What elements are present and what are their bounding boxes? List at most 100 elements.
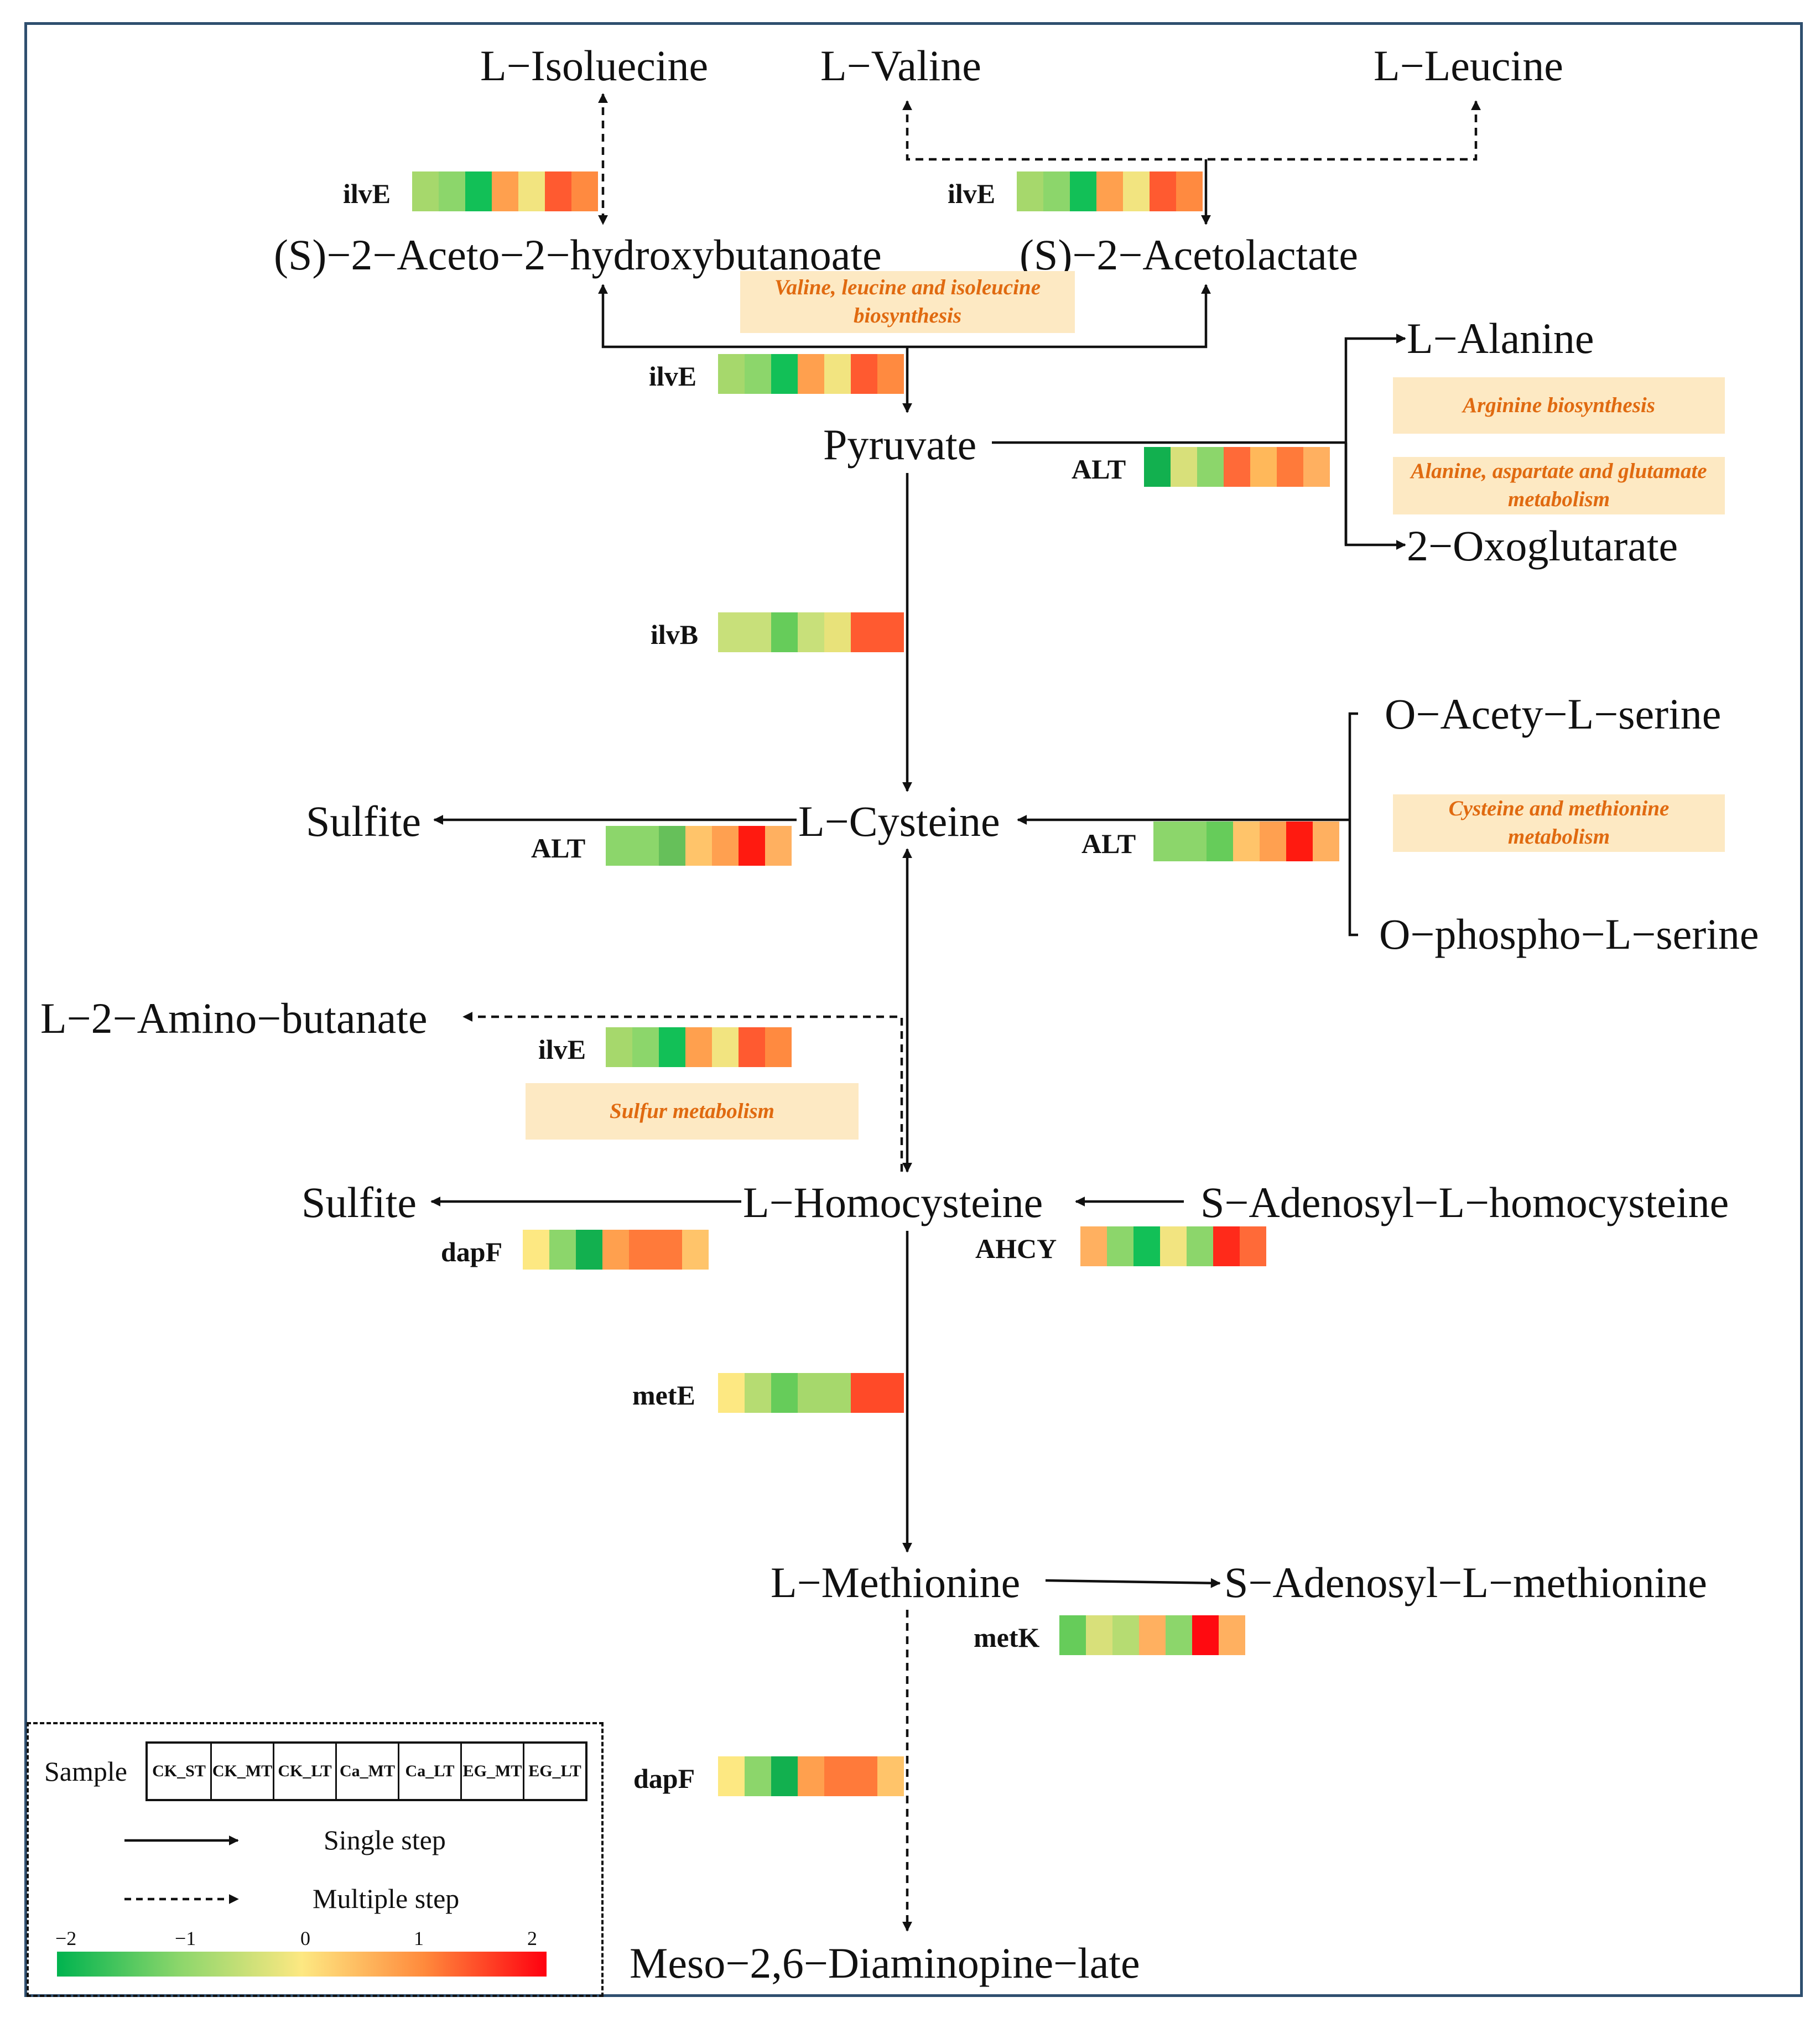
- heatmap-12-cell-6: [877, 1756, 904, 1796]
- node-l-alanine: L−Alanine: [1407, 314, 1594, 362]
- heatmap-2-cell-4: [824, 354, 851, 394]
- heatmap-1: [1017, 171, 1203, 211]
- pathway-arginine: Arginine biosynthesis: [1393, 377, 1725, 434]
- heatmap-10-cell-5: [851, 1373, 877, 1413]
- node-sulfite-1: Sulfite: [306, 797, 421, 845]
- heatmap-0-cell-3: [492, 171, 518, 211]
- heatmap-5-cell-6: [765, 826, 792, 866]
- node-sam: S−Adenosyl−L−methionine: [1224, 1558, 1707, 1606]
- enzyme-label-11: metK: [974, 1622, 1040, 1653]
- heatmap-0: [412, 171, 598, 211]
- heatmap-4-cell-5: [851, 612, 877, 652]
- scale-tick-1: −1: [175, 1927, 196, 1949]
- legend-sample-table: CK_ST CK_MT CK_LT Ca_MT Ca_LT EG_MT EG_L…: [145, 1741, 587, 1801]
- heatmap-2-cell-2: [771, 354, 798, 394]
- heatmap-1-cell-3: [1096, 171, 1123, 211]
- heatmap-7-cell-4: [712, 1027, 739, 1067]
- enzyme-label-9: AHCY: [975, 1233, 1057, 1264]
- enzyme-label-12: dapF: [633, 1763, 695, 1794]
- scale-tick-0: −2: [55, 1927, 77, 1949]
- heatmap-0-cell-6: [571, 171, 598, 211]
- heatmap-7-cell-1: [632, 1027, 659, 1067]
- sample-cell-3: Ca_MT: [335, 1744, 398, 1799]
- heatmap-0-cell-1: [439, 171, 465, 211]
- heatmap-0-cell-5: [545, 171, 571, 211]
- heatmap-10-cell-4: [824, 1373, 851, 1413]
- heatmap-6-cell-1: [1180, 821, 1207, 861]
- node-l-cysteine: L−Cysteine: [798, 797, 1000, 845]
- scale-tick-2: 0: [300, 1927, 310, 1949]
- heatmap-10-cell-6: [877, 1373, 904, 1413]
- legend-multiple-step: Multiple step: [313, 1883, 460, 1914]
- heatmap-8-cell-6: [682, 1230, 709, 1270]
- scale-tick-4: 2: [527, 1927, 537, 1949]
- sample-cell-4: Ca_LT: [398, 1744, 460, 1799]
- heatmap-9-cell-3: [1160, 1226, 1187, 1266]
- heatmap-8-cell-1: [549, 1230, 576, 1270]
- node-l-methionine: L−Methionine: [771, 1558, 1021, 1606]
- heatmap-12-cell-1: [745, 1756, 771, 1796]
- heatmap-5-cell-1: [632, 826, 659, 866]
- pathway-cysteine: Cysteine and methionine metabolism: [1393, 794, 1725, 852]
- heatmap-9-cell-0: [1080, 1226, 1107, 1266]
- heatmap-7-cell-6: [765, 1027, 792, 1067]
- heatmap-9-cell-4: [1187, 1226, 1213, 1266]
- heatmap-7-cell-0: [606, 1027, 632, 1067]
- heatmap-4: [718, 612, 904, 652]
- heatmap-8-cell-5: [656, 1230, 682, 1270]
- enzyme-label-10: metE: [632, 1380, 695, 1411]
- legend-sample-label: Sample: [44, 1756, 127, 1787]
- heatmap-0-cell-2: [465, 171, 492, 211]
- heatmap-11-cell-5: [1192, 1615, 1219, 1655]
- heatmap-12-cell-0: [718, 1756, 745, 1796]
- node-l-valine: L−Valine: [820, 41, 981, 90]
- heatmap-7: [606, 1027, 792, 1067]
- node-oxoglutarate: 2−Oxoglutarate: [1407, 522, 1678, 570]
- arrow-to-oxoglutarate: [1344, 443, 1406, 550]
- arrow-pyruvate-bracket: [598, 284, 1211, 349]
- node-aceto-hydroxybutanoate: (S)−2−Aceto−2−hydroxybutanoate: [274, 231, 882, 279]
- sample-cell-2: CK_LT: [273, 1744, 335, 1799]
- arrow-methionine-sam: [1045, 1578, 1221, 1588]
- heatmap-5-cell-2: [659, 826, 685, 866]
- node-diaminopimelate: Meso−2,6−Diaminopine−late: [630, 1939, 1140, 1987]
- heatmap-6-cell-6: [1313, 821, 1339, 861]
- heatmap-5-cell-4: [712, 826, 739, 866]
- heatmap-3: [1144, 447, 1330, 487]
- heatmap-3-cell-0: [1144, 447, 1171, 487]
- heatmap-2-cell-0: [718, 354, 745, 394]
- scale-tick-3: 1: [414, 1927, 424, 1949]
- heatmap-5-cell-5: [739, 826, 765, 866]
- color-scale-bar: [57, 1952, 547, 1977]
- sample-cell-1: CK_MT: [210, 1744, 273, 1799]
- heatmap-11-cell-4: [1166, 1615, 1192, 1655]
- enzyme-label-0: ilvE: [343, 178, 391, 209]
- node-l-homocysteine: L−Homocysteine: [743, 1178, 1043, 1226]
- heatmap-9: [1080, 1226, 1266, 1266]
- heatmap-1-cell-1: [1043, 171, 1070, 211]
- heatmap-3-cell-2: [1197, 447, 1224, 487]
- heatmap-6: [1153, 821, 1339, 861]
- enzyme-label-2: ilvE: [649, 361, 697, 392]
- enzyme-label-7: ilvE: [538, 1034, 586, 1065]
- heatmap-4-cell-6: [877, 612, 904, 652]
- enzyme-label-1: ilvE: [948, 178, 996, 209]
- enzyme-label-3: ALT: [1072, 454, 1126, 485]
- heatmap-0-cell-4: [518, 171, 545, 211]
- heatmap-8-cell-2: [576, 1230, 602, 1270]
- heatmap-2-cell-6: [877, 354, 904, 394]
- heatmap-4-cell-2: [771, 612, 798, 652]
- enzyme-label-4: ilvB: [651, 619, 699, 650]
- pathway-sulfur: Sulfur metabolism: [526, 1083, 859, 1140]
- heatmap-4-cell-3: [798, 612, 824, 652]
- heatmap-5-cell-3: [685, 826, 712, 866]
- sample-cell-6: EG_LT: [523, 1744, 585, 1799]
- heatmap-7-cell-2: [659, 1027, 685, 1067]
- heatmap-9-cell-1: [1107, 1226, 1133, 1266]
- heatmap-5-cell-0: [606, 826, 632, 866]
- heatmap-4-cell-0: [718, 612, 745, 652]
- heatmap-9-cell-5: [1213, 1226, 1240, 1266]
- heatmap-10-cell-0: [718, 1373, 745, 1413]
